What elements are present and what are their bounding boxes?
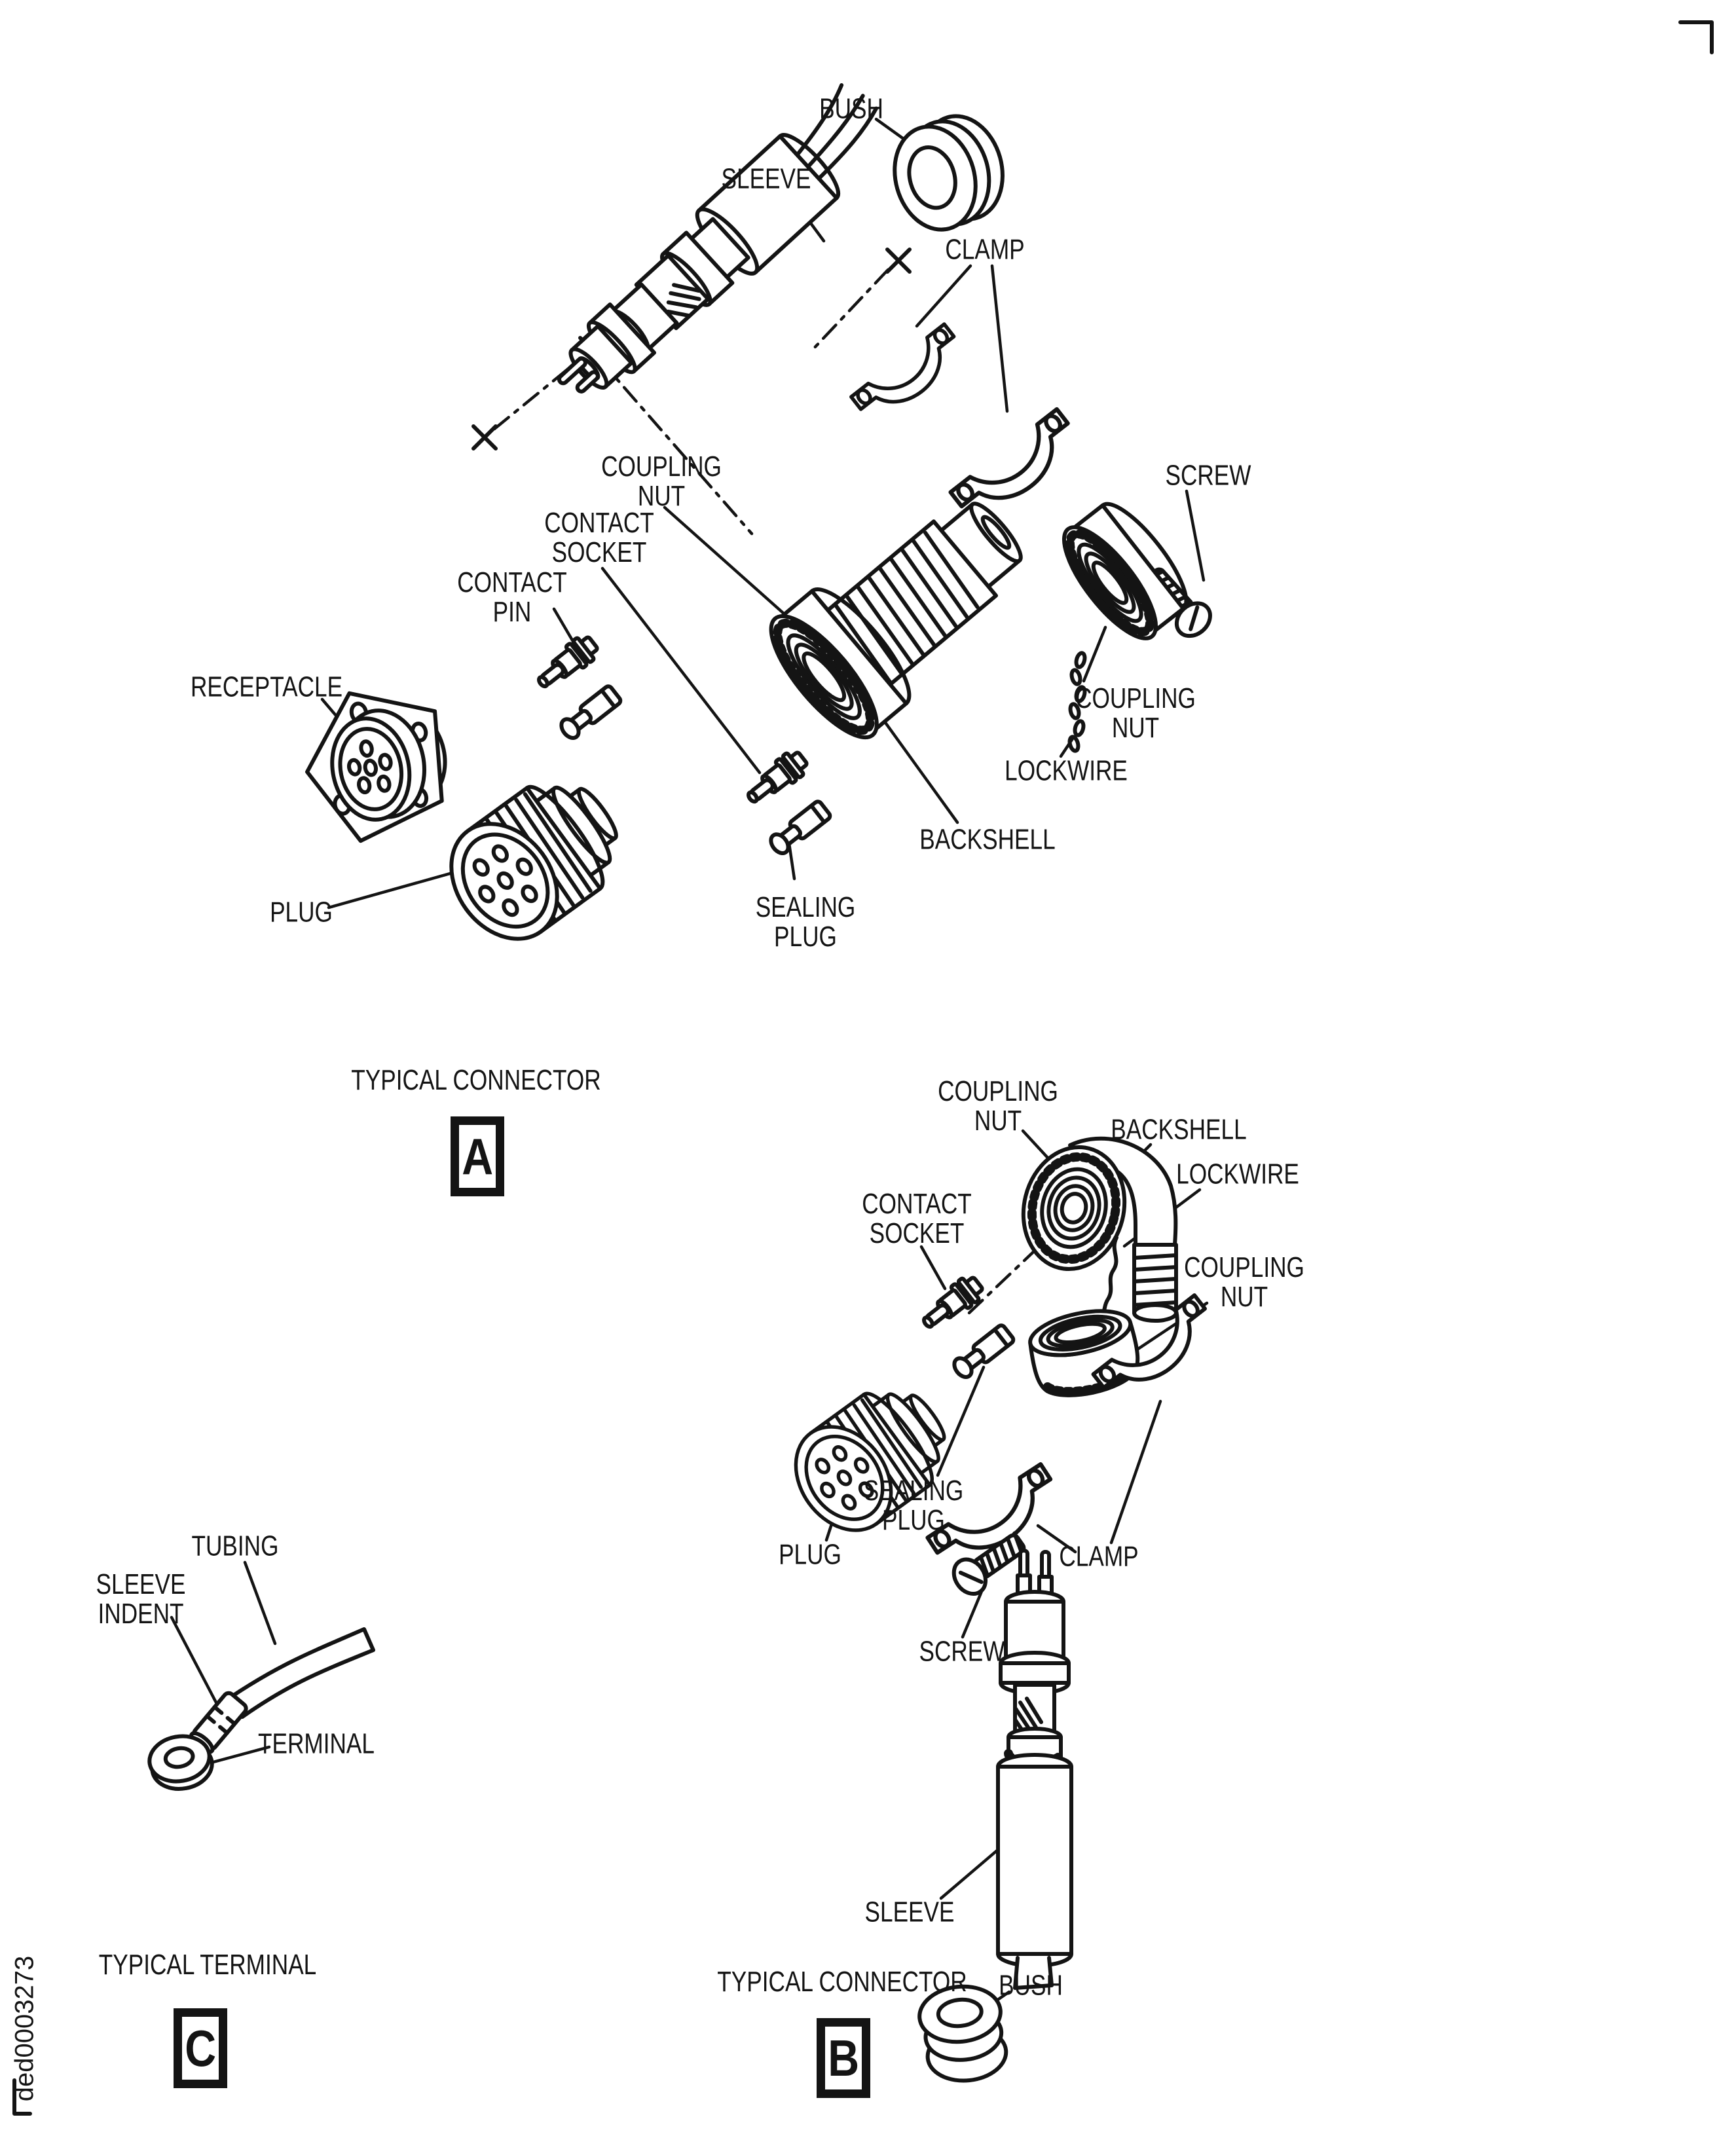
plug-drawing-a (430, 759, 640, 959)
corner-mark-bottom-left (12, 2078, 32, 2116)
label-b-sleeve: SLEEVE (864, 1896, 955, 1928)
phantom-centerlines (492, 268, 1063, 1315)
terminal-drawing (147, 1627, 375, 1791)
label-a-coupling-nut-2: COUPLING NUT (1075, 682, 1196, 744)
receptacle-drawing (305, 691, 447, 843)
label-b-screw: SCREW (919, 1635, 1005, 1668)
label-a-receptacle: RECEPTACLE (190, 671, 343, 703)
label-b-sealing-plug: SEALING PLUG (863, 1475, 964, 1536)
contact-socket-drawing-b (917, 1272, 986, 1335)
label-b-bush: BUSH (999, 1969, 1063, 2002)
label-a-plug: PLUG (270, 896, 333, 929)
bush-drawing-a (893, 114, 1005, 232)
label-a-bush: BUSH (819, 92, 883, 125)
figure-code: ded0003273 (10, 1955, 39, 2102)
lockwire-chain-drawing-a (1067, 651, 1087, 753)
section-a-marker: A (451, 1116, 504, 1196)
label-a-clamp: CLAMP (945, 233, 1025, 266)
label-b-plug: PLUG (779, 1538, 841, 1571)
label-a-lockwire: LOCKWIRE (1005, 754, 1128, 787)
label-a-contact-socket: CONTACT SOCKET (544, 507, 654, 568)
clamp-drawing-a1 (851, 324, 969, 428)
label-b-backshell: BACKSHELL (1111, 1113, 1247, 1146)
label-b-coupling-nut-2: COUPLING NUT (1184, 1251, 1304, 1313)
label-c-sleeve-indent: SLEEVE INDENT (96, 1568, 186, 1630)
label-a-backshell: BACKSHELL (919, 823, 1056, 856)
section-b-letter: B (828, 2029, 859, 2087)
label-b-lockwire: LOCKWIRE (1176, 1158, 1299, 1190)
lockwire-drawing-b (1097, 1236, 1118, 1319)
sealing-plug-drawing-a2 (767, 800, 832, 856)
section-a-letter: A (462, 1127, 493, 1185)
label-a-sealing-plug: SEALING PLUG (755, 891, 856, 953)
sealing-plug-drawing-a1 (558, 685, 622, 741)
section-c-marker: C (174, 2008, 227, 2088)
backshell-drawing-a (769, 502, 1023, 740)
section-c-letter: C (185, 2019, 216, 2077)
coupling-nut-drawing-a (1062, 502, 1189, 640)
label-a-screw: SCREW (1165, 459, 1251, 492)
contact-socket-drawing-a (741, 747, 811, 810)
label-b-contact-socket: CONTACT SOCKET (862, 1188, 972, 1249)
backshell-drawing-b (1021, 1136, 1178, 1323)
sleeve-cable-drawing-a (557, 83, 879, 394)
label-a-contact-pin: CONTACT PIN (457, 566, 567, 628)
label-b-clamp: CLAMP (1059, 1540, 1139, 1573)
label-c-tubing: TUBING (191, 1530, 279, 1562)
sleeve-cable-drawing-b (996, 1549, 1073, 1990)
label-c-terminal: TERMINAL (258, 1727, 375, 1760)
bush-drawing-b (917, 1984, 1008, 2083)
label-b-coupling-nut: COUPLING NUT (938, 1075, 1058, 1137)
coupling-nut-drawing-b (1028, 1309, 1140, 1397)
label-a-sleeve: SLEEVE (721, 162, 811, 195)
section-b-title: TYPICAL CONNECTOR (717, 1966, 967, 1998)
section-b-marker: B (817, 2018, 870, 2098)
section-c-title: TYPICAL TERMINAL (98, 1949, 317, 1981)
label-a-coupling-nut: COUPLING NUT (601, 451, 722, 512)
corner-mark-top-right (1678, 20, 1714, 54)
section-a-title: TYPICAL CONNECTOR (351, 1064, 601, 1096)
contact-pin-drawing (532, 632, 601, 695)
